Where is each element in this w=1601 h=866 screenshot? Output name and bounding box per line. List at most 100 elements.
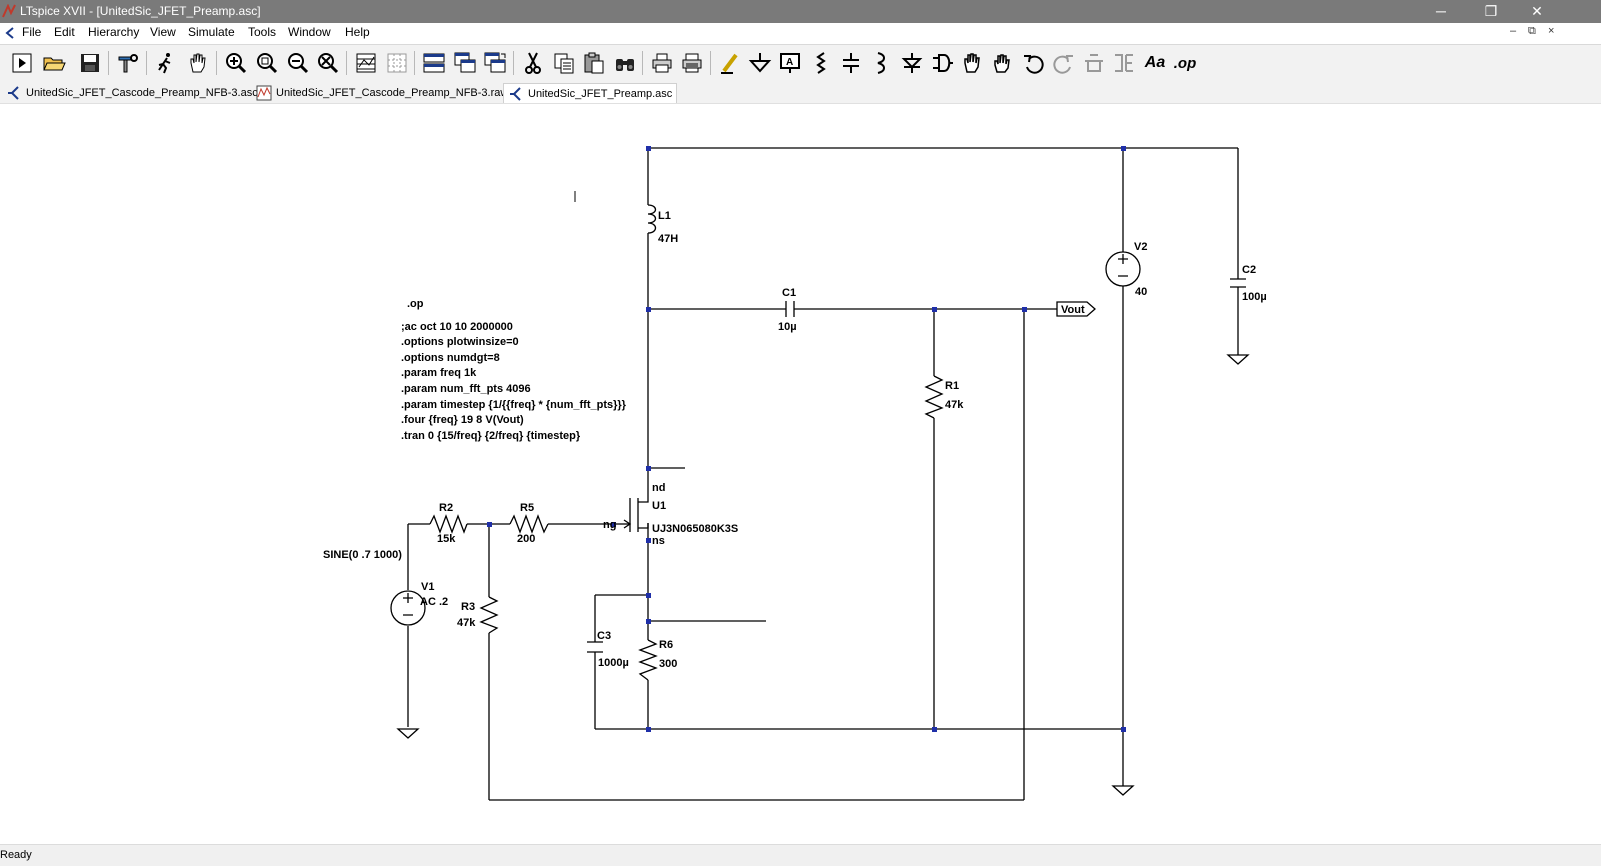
tab-cascode-raw[interactable]: UnitedSic_JFET_Cascode_Preamp_NFB-3.raw bbox=[252, 83, 512, 102]
menu-edit[interactable]: Edit bbox=[54, 25, 75, 39]
capacitor-C3 bbox=[587, 641, 603, 653]
rotate-icon bbox=[1085, 54, 1103, 72]
R6-value: 300 bbox=[659, 658, 677, 670]
net-label-vout bbox=[1056, 301, 1096, 317]
tab-jfet-preamp-asc[interactable]: UnitedSic_JFET_Preamp.asc bbox=[503, 83, 678, 103]
menu-simulate[interactable]: Simulate bbox=[188, 25, 235, 39]
open-button[interactable] bbox=[40, 49, 68, 77]
capacitor-button[interactable] bbox=[837, 49, 865, 77]
directive-line[interactable]: .param freq 1k bbox=[401, 367, 477, 379]
C3-value: 1000µ bbox=[598, 657, 629, 669]
mirror-button[interactable] bbox=[1110, 49, 1138, 77]
menu-hierarchy[interactable]: Hierarchy bbox=[88, 25, 140, 39]
L1-value: 47H bbox=[658, 233, 678, 245]
redo-button[interactable] bbox=[1050, 49, 1078, 77]
R5-value: 200 bbox=[517, 533, 535, 545]
cascade-button[interactable] bbox=[451, 49, 479, 77]
U1-value: UJ3N065080K3S bbox=[652, 523, 738, 535]
wire-button[interactable] bbox=[716, 49, 744, 77]
pan-icon bbox=[190, 53, 206, 73]
directive-line[interactable]: .options numdgt=8 bbox=[401, 352, 500, 364]
U1-name: U1 bbox=[652, 500, 666, 512]
close-window-button[interactable]: ✕ bbox=[1531, 3, 1543, 19]
spice-directive-button[interactable]: .op bbox=[1171, 49, 1199, 77]
C1-value: 10µ bbox=[778, 321, 797, 333]
tab-cascode-asc[interactable]: UnitedSic_JFET_Cascode_Preamp_NFB-3.asc bbox=[2, 83, 262, 102]
directive-op[interactable]: .op bbox=[407, 298, 424, 310]
pan-button[interactable] bbox=[184, 49, 212, 77]
zoom-in-button[interactable] bbox=[222, 49, 250, 77]
toolbar: A Aa .op bbox=[0, 44, 1601, 82]
mdi-close-button[interactable]: × bbox=[1548, 25, 1555, 37]
undo-button[interactable] bbox=[1019, 49, 1047, 77]
R2-value: 15k bbox=[437, 533, 456, 545]
zoom-out-button[interactable] bbox=[284, 49, 312, 77]
jfet-U1 bbox=[620, 488, 649, 532]
mdi-minimize-button[interactable]: – bbox=[1510, 25, 1517, 37]
diode-button[interactable] bbox=[898, 49, 926, 77]
ground-button[interactable] bbox=[746, 49, 774, 77]
grid-button[interactable] bbox=[383, 49, 411, 77]
U1-pin-g: ng bbox=[603, 519, 616, 531]
V2-name: V2 bbox=[1134, 241, 1147, 253]
V1-source: SINE(0 .7 1000) bbox=[323, 549, 402, 561]
directive-line[interactable]: .param num_fft_pts 4096 bbox=[401, 383, 531, 395]
move-button[interactable] bbox=[958, 49, 986, 77]
find-button[interactable] bbox=[611, 49, 639, 77]
save-button[interactable] bbox=[76, 49, 104, 77]
tile-horizontal-button[interactable] bbox=[420, 49, 448, 77]
directive-line[interactable]: ;ac oct 10 10 2000000 bbox=[401, 321, 513, 333]
zoom-cancel-button[interactable] bbox=[314, 49, 342, 77]
directive-line[interactable]: .param timestep {1/{{freq} * {num_fft_pt… bbox=[401, 399, 627, 411]
paste-icon bbox=[584, 52, 604, 74]
label-net-button[interactable]: A bbox=[776, 49, 804, 77]
menu-help[interactable]: Help bbox=[345, 25, 370, 39]
directive-line[interactable]: .four {freq} 19 8 V(Vout) bbox=[401, 414, 524, 426]
directive-line[interactable]: .tran 0 {15/freq} {2/freq} {timestep} bbox=[401, 430, 581, 442]
tile-vertical-icon bbox=[484, 52, 506, 73]
junctions bbox=[487, 146, 1126, 732]
ground-symbol bbox=[1111, 785, 1135, 796]
resistor-icon bbox=[816, 52, 826, 74]
component-icon bbox=[933, 54, 953, 72]
cut-button[interactable] bbox=[519, 49, 547, 77]
resistor-button[interactable] bbox=[807, 49, 835, 77]
R1-name: R1 bbox=[945, 380, 959, 392]
halt-button[interactable] bbox=[152, 49, 180, 77]
voltage-source-V1 bbox=[390, 590, 426, 626]
paste-button[interactable] bbox=[580, 49, 608, 77]
ground-icon bbox=[748, 53, 772, 73]
schematic-doc-icon bbox=[5, 27, 14, 39]
menu-view[interactable]: View bbox=[150, 25, 176, 39]
menu-window[interactable]: Window bbox=[288, 25, 331, 39]
menu-file[interactable]: File bbox=[22, 25, 42, 39]
drag-button[interactable] bbox=[988, 49, 1016, 77]
print-setup-button[interactable] bbox=[678, 49, 706, 77]
U1-pin-d: nd bbox=[652, 482, 665, 494]
restore-button[interactable]: ❐ bbox=[1484, 3, 1498, 19]
tile-vertical-button[interactable] bbox=[481, 49, 509, 77]
schematic-canvas[interactable]: Vout L1 47H C1 10µ V2 40 C2 100µ R1 47k … bbox=[0, 104, 1601, 826]
zoom-fit-button[interactable] bbox=[253, 49, 281, 77]
text-button[interactable]: Aa bbox=[1141, 49, 1169, 77]
copy-button[interactable] bbox=[550, 49, 578, 77]
status-bar: Ready bbox=[0, 844, 1601, 866]
menu-bar: File Edit Hierarchy View Simulate Tools … bbox=[0, 23, 1601, 43]
undo-icon bbox=[1024, 55, 1044, 74]
component-button[interactable] bbox=[928, 49, 956, 77]
inductor-button[interactable] bbox=[867, 49, 895, 77]
minimize-button[interactable]: ─ bbox=[1436, 3, 1446, 19]
menu-tools[interactable]: Tools bbox=[248, 25, 277, 39]
rotate-button[interactable] bbox=[1080, 49, 1108, 77]
autorange-button[interactable] bbox=[352, 49, 380, 77]
resistor-R6 bbox=[638, 639, 658, 681]
directive-line[interactable]: .options plotwinsize=0 bbox=[401, 336, 519, 348]
R2-name: R2 bbox=[439, 502, 453, 514]
tile-horizontal-icon bbox=[423, 53, 445, 73]
tab-label: UnitedSic_JFET_Preamp.asc bbox=[528, 87, 673, 100]
print-button[interactable] bbox=[648, 49, 676, 77]
mdi-restore-button[interactable]: ⧉ bbox=[1528, 25, 1536, 37]
run-button[interactable] bbox=[8, 49, 36, 77]
halt-icon bbox=[158, 53, 171, 74]
control-panel-button[interactable] bbox=[114, 49, 142, 77]
